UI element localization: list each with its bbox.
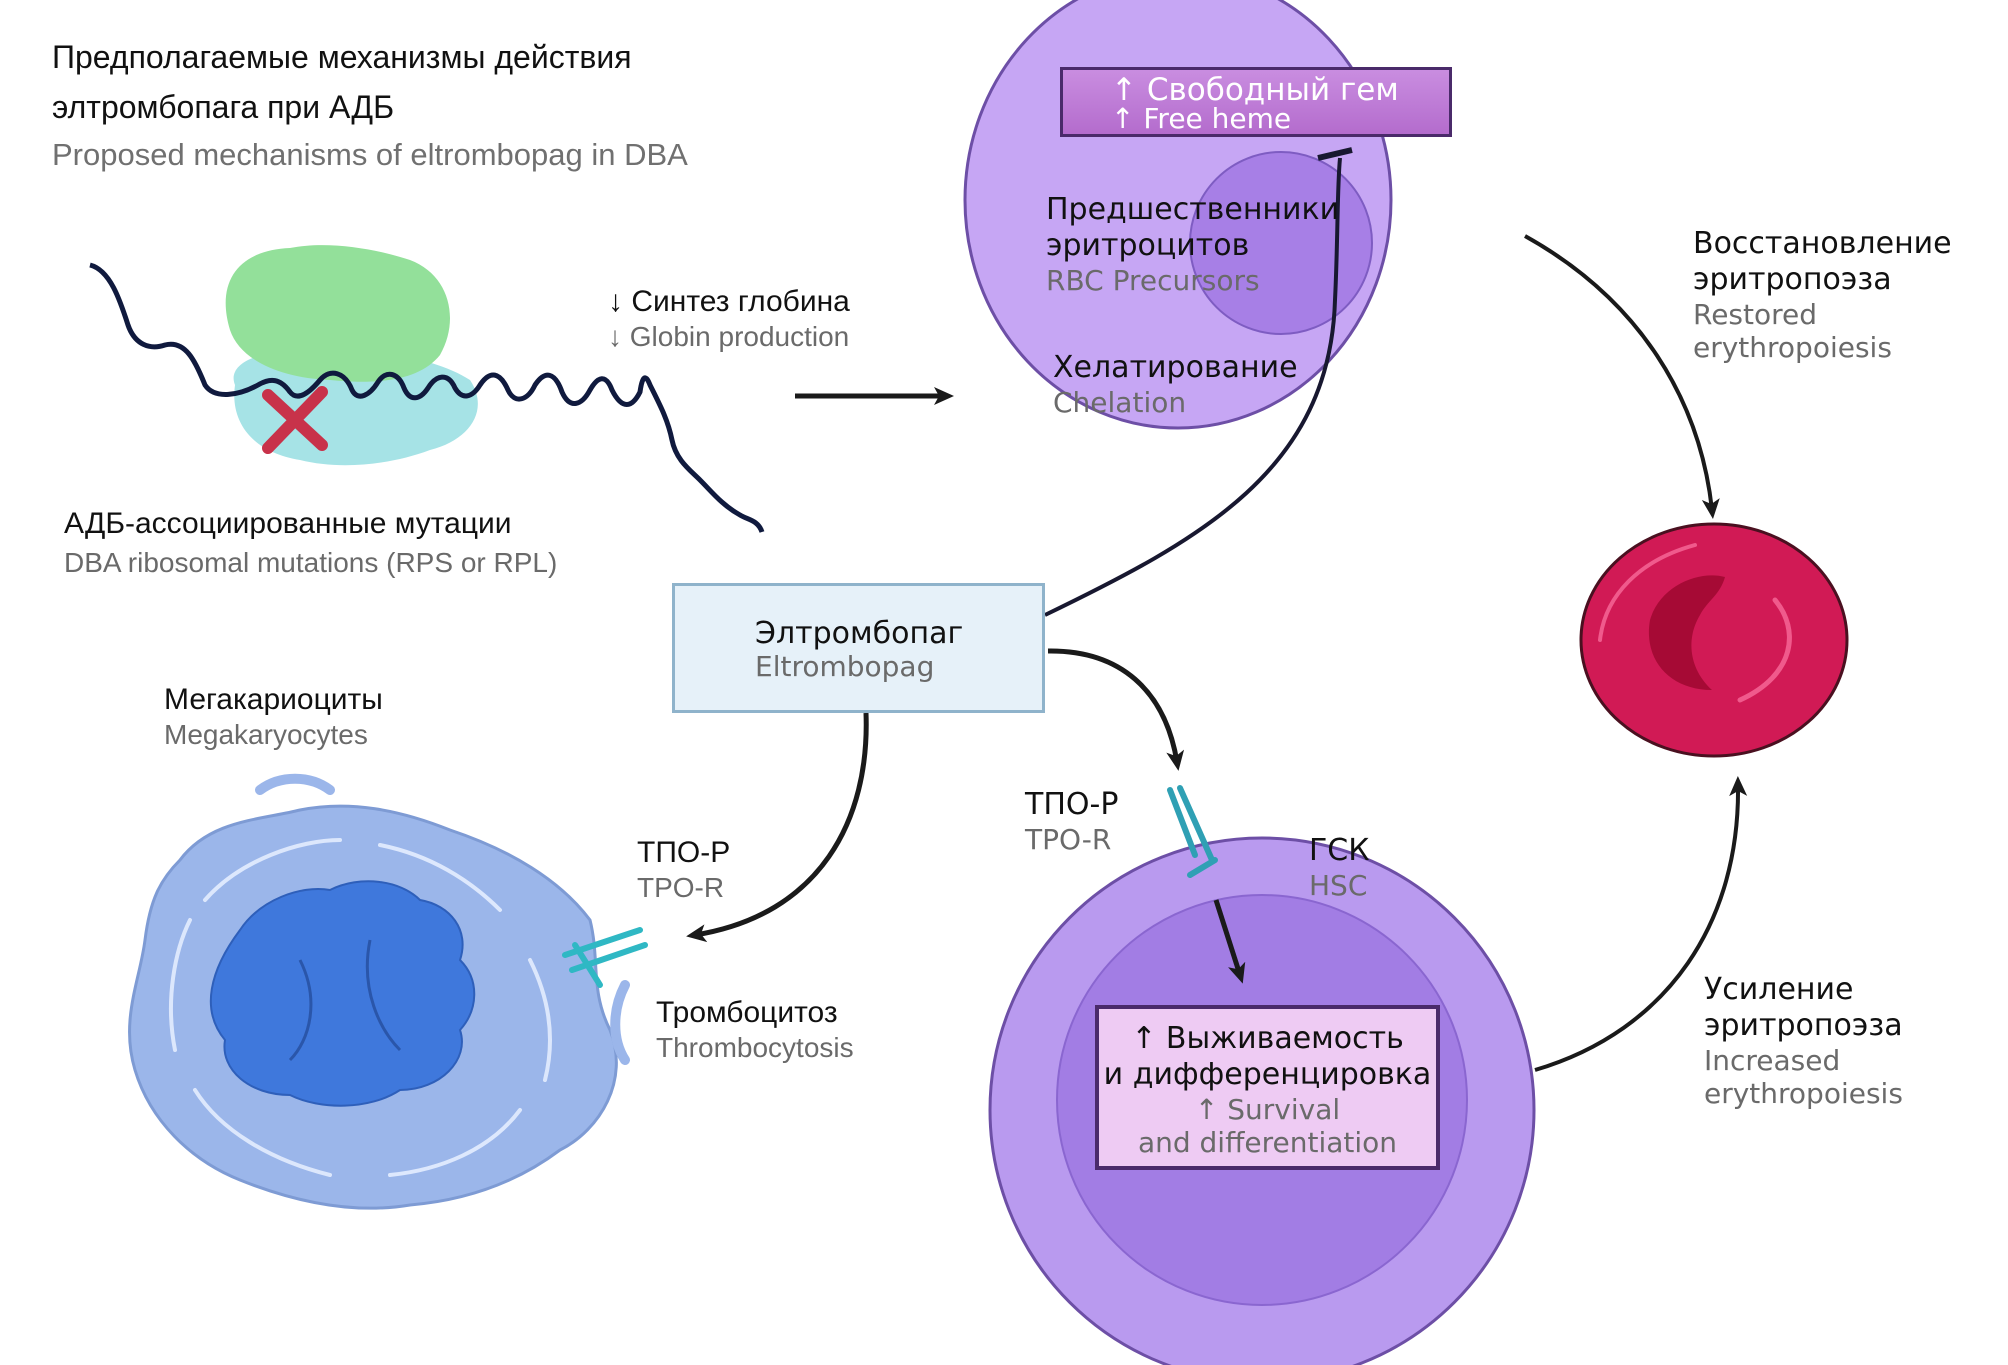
arrow-restored	[1524, 234, 1720, 519]
increased-ru-1: Усиление	[1704, 972, 1854, 1007]
tpo-r-hsc-label: ТПО-Р TPO-R	[1025, 787, 1118, 856]
chelation-ru: Хелатирование	[1053, 350, 1298, 385]
hsc-label: ГСК HSC	[1309, 833, 1370, 902]
arrow-increased	[1534, 776, 1748, 1072]
eltrombopag-ru: Элтромбопаг	[755, 616, 964, 651]
restored-erythropoiesis-label: Восстановление эритропоэза Restored eryt…	[1693, 226, 1952, 364]
title-en: Proposed mechanisms of eltrombopag in DB…	[52, 137, 688, 172]
free-heme-box: ↑ Свободный гем ↑ Free heme	[1060, 67, 1452, 137]
globin-ru: ↓ Синтез глобина	[608, 285, 850, 318]
globin-en: ↓ Globin production	[608, 321, 850, 352]
restored-en-1: Restored	[1693, 298, 1818, 331]
megakaryocytes-label: Мегакариоциты Megakaryocytes	[164, 682, 383, 751]
megakaryocytes-ru: Мегакариоциты	[164, 683, 383, 716]
ribosome-small-subunit	[233, 350, 478, 466]
tpo-r-hsc-ru: ТПО-Р	[1025, 787, 1119, 822]
survival-box: ↑ Выживаемость и дифференцировка ↑ Survi…	[1095, 1005, 1440, 1170]
rbc-precursors-ru-2: эритроцитов	[1046, 228, 1250, 263]
arrow-to-hsc	[1047, 648, 1185, 771]
tpo-r-left-label: ТПО-Р TPO-R	[637, 835, 730, 904]
hsc-en: HSC	[1309, 869, 1368, 902]
free-heme-ru: ↑ Свободный гем	[1111, 72, 1399, 108]
inhibition-bar	[1317, 147, 1353, 161]
restored-en-2: erythropoiesis	[1693, 331, 1892, 364]
increased-ru-2: эритропоэза	[1704, 1008, 1903, 1043]
arrow-to-megakaryocyte	[686, 712, 869, 943]
diagram-title: Предполагаемые механизмы действия элтром…	[52, 32, 688, 178]
chelation-inhibition-line	[1044, 157, 1342, 617]
tpo-r-left-en: TPO-R	[637, 872, 725, 903]
thrombocytosis-en: Thrombocytosis	[656, 1032, 854, 1063]
red-blood-cell-icon	[1579, 522, 1849, 758]
tpo-receptor-hsc-icon	[1167, 785, 1218, 878]
survival-ru-1: ↑ Выживаемость	[1131, 1021, 1404, 1056]
increased-en-1: Increased	[1704, 1044, 1841, 1077]
eltrombopag-box: Элтромбопаг Eltrombopag	[672, 583, 1045, 713]
eltrombopag-en: Eltrombopag	[755, 650, 935, 683]
tpo-r-left-ru: ТПО-Р	[637, 836, 731, 869]
chelation-en: Chelation	[1053, 386, 1187, 419]
survival-en-1: ↑ Survival	[1194, 1093, 1341, 1126]
arrow-hsc-survival	[1213, 899, 1246, 984]
thrombocytosis-label: Тромбоцитоз Thrombocytosis	[656, 995, 854, 1064]
mutations-ru: АДБ-ассоциированные мутации	[64, 507, 512, 540]
ribosome-icon	[225, 245, 478, 466]
mrna-strand	[89, 262, 765, 533]
increased-en-2: erythropoiesis	[1704, 1077, 1903, 1110]
tpo-receptor-left-icon	[562, 927, 648, 988]
rbc-precursors-label: Предшественники эритроцитов RBC Precurso…	[1046, 192, 1339, 297]
free-heme-en: ↑ Free heme	[1111, 102, 1292, 135]
red-x-icon	[262, 386, 328, 454]
chelation-label: Хелатирование Chelation	[1053, 350, 1298, 419]
hsc-ru: ГСК	[1309, 833, 1370, 868]
mutations-label: АДБ-ассоциированные мутации DBA ribosoma…	[64, 502, 557, 579]
thrombocytosis-ru: Тромбоцитоз	[656, 996, 838, 1029]
survival-en-2: and differentiation	[1137, 1126, 1398, 1159]
megakaryocyte-icon	[128, 773, 648, 1210]
mutations-en: DBA ribosomal mutations (RPS or RPL)	[64, 547, 558, 578]
ribosome-large-subunit	[225, 245, 450, 382]
title-ru-line2: элтромбопага при АДБ	[52, 89, 395, 125]
increased-erythropoiesis-label: Усиление эритропоэза Increased erythropo…	[1704, 972, 1903, 1110]
megakaryocyte-nucleus	[209, 880, 476, 1107]
restored-ru-2: эритропоэза	[1693, 262, 1892, 297]
megakaryocytes-en: Megakaryocytes	[164, 719, 368, 750]
survival-ru-2: и дифференцировка	[1103, 1057, 1432, 1092]
tpo-r-hsc-en: TPO-R	[1025, 823, 1112, 856]
precursor-nucleus	[1189, 151, 1373, 335]
title-ru-line1: Предполагаемые механизмы действия	[52, 39, 632, 75]
rbc-precursors-ru-1: Предшественники	[1046, 192, 1340, 227]
rbc-precursors-en: RBC Precursors	[1046, 264, 1260, 297]
globin-label: ↓ Синтез глобина ↓ Globin production	[608, 284, 850, 353]
restored-ru-1: Восстановление	[1693, 226, 1952, 261]
